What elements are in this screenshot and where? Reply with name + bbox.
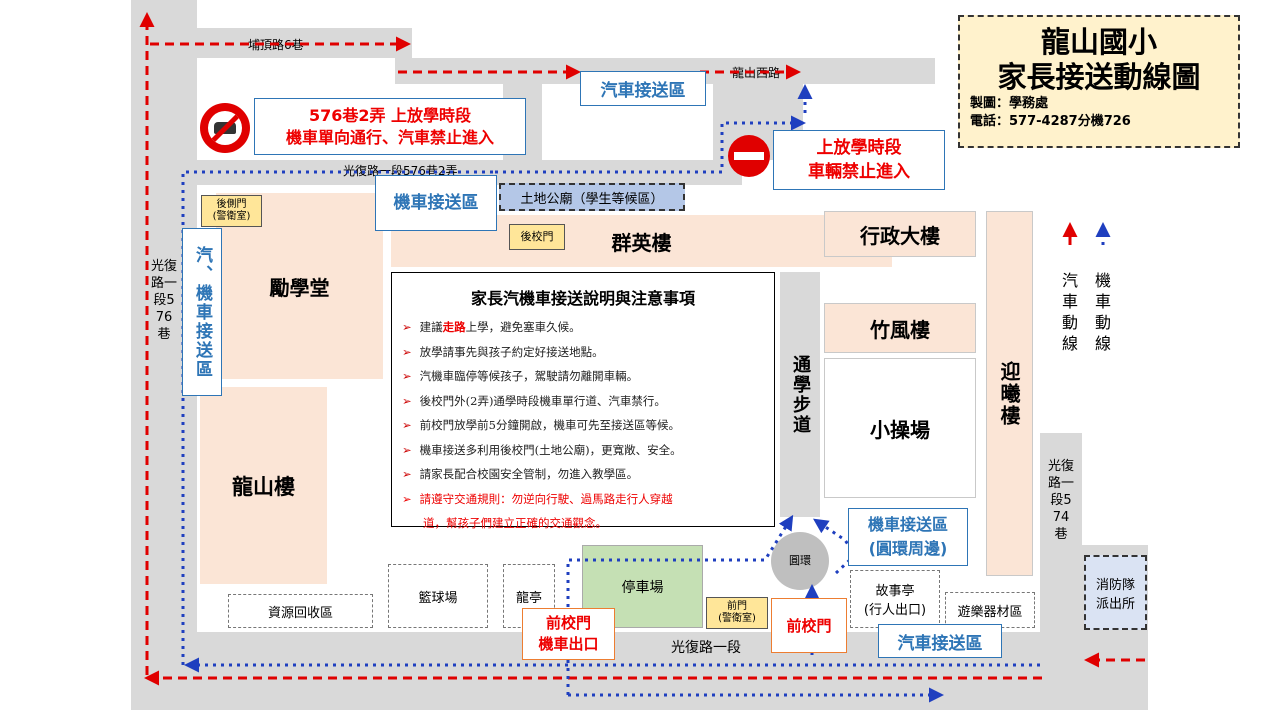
notice-warning-text: 道，幫孩子們建立正確的交通觀念。 [423,516,607,530]
front-gate-label: 前校門 [771,598,847,653]
legend-car: 汽車動線 [1061,271,1078,353]
xiaocaochang: 小操場 [824,358,976,498]
notice-text: 上學，避免塞車久候。 [465,320,581,334]
label-guangfu-main: 光復路一段 [671,640,741,656]
label-buding: 埔頂路6巷 [248,36,304,53]
arrow-bullet-icon: ➢ [402,418,412,432]
notice-text: 放學請事先與孩子約定好接送地點。 [419,344,604,359]
title-line2: 家長接送動線圖 [997,60,1201,94]
arrow-bullet-icon: ➢ [402,369,412,383]
building-longshan: 龍山樓 [200,387,327,584]
notice-list: ➢ 建議走路上學，避免塞車久候。 ➢ 放學請事先與孩子約定好接送地點。 ➢ 汽機車臨停… [392,315,774,536]
recycle-area: 資源回收區 [228,594,373,628]
notice-warning-text: 請遵守交通規則：勿逆向行駛、過馬路走行人穿越 [419,491,673,506]
tongxue-walkway: 通學步道 [780,272,820,517]
no-car-notice-line2: 機車單向通行、汽車禁止進入 [285,127,494,147]
fire-station: 消防隊派出所 [1084,555,1147,630]
back-side-gate: 後側門 (警衛室) [201,195,262,227]
front-gate-guard: 前門 (警衛室) [706,597,768,629]
notice-highlight: 走路 [442,320,466,334]
tongxue-label: 通學步道 [790,354,811,435]
no-car-notice: 576巷2弄 上放學時段 機車單向通行、汽車禁止進入 [254,98,526,155]
notice-item: ➢ 建議走路上學，避免塞車久候。 [402,315,766,340]
moto-pickup-zone-roundabout: 機車接送區 (圓環周邊) [848,508,968,566]
notice-text: 請家長配合校園安全管制，勿進入教學區。 [419,467,639,481]
building-yingxi-label: 迎曦樓 [997,360,1021,427]
notice-item: ➢ 機車接送多利用後校門(土地公廟)，更寬敞、安全。 [402,438,766,463]
notice-text: 前校門放學前5分鐘開啟，機車可先至接送區等候。 [419,418,680,432]
car-pickup-zone-bottom: 汽車接送區 [878,624,1002,658]
no-entry-notice-line1: 上放學時段 [816,138,902,158]
arrow-bullet-icon: ➢ [402,344,412,359]
arrow-bullet-icon: ➢ [402,467,412,481]
label-guangfu-574: 光復路一段574巷 [1047,459,1074,542]
car-pickup-zone-top: 汽車接送區 [580,71,706,106]
moto-pickup-zone-top: 機車接送區 [375,175,497,231]
notice-item: ➢ 放學請事先與孩子約定好接送地點。 [402,340,766,365]
front-gate-moto-exit-line1: 前校門 [545,614,591,632]
no-car-sign-icon [200,103,250,153]
notice-text: 建議 [419,320,443,334]
no-entry-bar [734,152,764,160]
notice-text: 汽機車臨停等候孩子，駕駛請勿離開車輛。 [419,369,639,383]
story-pavilion: 故事亭 (行人出口) [850,570,940,628]
notice-item: ➢ 後校門外(2弄)通學時段機車單行道、汽車禁行。 [402,389,766,414]
building-zhufeng: 竹風樓 [824,303,976,353]
title-made-by: 製圖：學務處 [970,96,1049,111]
road-574 [1040,433,1082,633]
car-moto-pickup-label: 汽、機車接送區 [192,245,212,379]
notice-item: ➢ 前校門放學前5分鐘開啟，機車可先至接送區等候。 [402,413,766,438]
moto-roundabout-line1: 機車接送區 [867,515,948,534]
playground-equipment: 遊樂器材區 [945,592,1035,628]
notice-title: 家長汽機車接送說明與注意事項 [470,289,695,308]
story-pavilion-label: 故事亭 [875,584,915,599]
no-car-notice-line1: 576巷2弄 上放學時段 [308,105,472,125]
moto-roundabout-line2: (圓環周邊) [868,539,948,558]
building-xingzheng: 行政大樓 [824,211,976,257]
no-entry-sign-icon [728,135,770,177]
car-moto-pickup-zone-left: 汽、機車接送區 [182,228,222,396]
label-guangfu-576: 光復路一段576巷 [150,259,177,342]
legend-moto: 機車動線 [1094,271,1111,353]
title-phone: 電話：577-4287分機726 [970,114,1131,129]
arrow-bullet-icon: ➢ [402,320,412,334]
temple-waiting-area: 土地公廟（學生等候區） [499,183,685,211]
notice-text: 機車接送多利用後校門(土地公廟)，更寬敞、安全。 [419,442,682,457]
roundabout: 圓環 [771,532,829,590]
arrow-bullet-icon: ➢ [402,442,412,457]
basketball-court: 籃球場 [388,564,488,628]
notice-item: ➢ 請家長配合校園安全管制，勿進入教學區。 [402,462,766,487]
arrow-bullet-icon: ➢ [402,491,412,506]
front-gate-moto-exit-line2: 機車出口 [538,635,599,653]
notice-item: ➢ 汽機車臨停等候孩子，駕駛請勿離開車輛。 [402,364,766,389]
notice-text: 後校門外(2弄)通學時段機車單行道、汽車禁行。 [419,393,666,408]
notice-panel: 家長汽機車接送說明與注意事項 ➢ 建議走路上學，避免塞車久候。 ➢ 放學請事先與孩子… [391,272,775,530]
no-car-sign-inner [208,111,242,145]
story-pavilion-sub: (行人出口) [863,603,927,618]
arrow-bullet-icon: ➢ [402,393,412,408]
building-yingxi: 迎曦樓 [986,211,1033,576]
title-box: 龍山國小 家長接送動線圖 製圖：學務處 電話：577-4287分機726 [958,15,1240,148]
notice-item-warning: ➢ 請遵守交通規則：勿逆向行駛、過馬路走行人穿越 [402,487,766,512]
back-gate: 後校門 [509,224,565,250]
notice-item-warning-cont: 道，幫孩子們建立正確的交通觀念。 [402,511,766,536]
title-line1: 龍山國小 [1040,25,1157,59]
label-longshan-west: 龍山西路 [732,64,781,81]
front-gate-moto-exit: 前校門 機車出口 [522,608,615,660]
no-entry-notice-line2: 車輛禁止進入 [808,162,910,182]
no-entry-notice: 上放學時段 車輛禁止進入 [773,130,945,190]
